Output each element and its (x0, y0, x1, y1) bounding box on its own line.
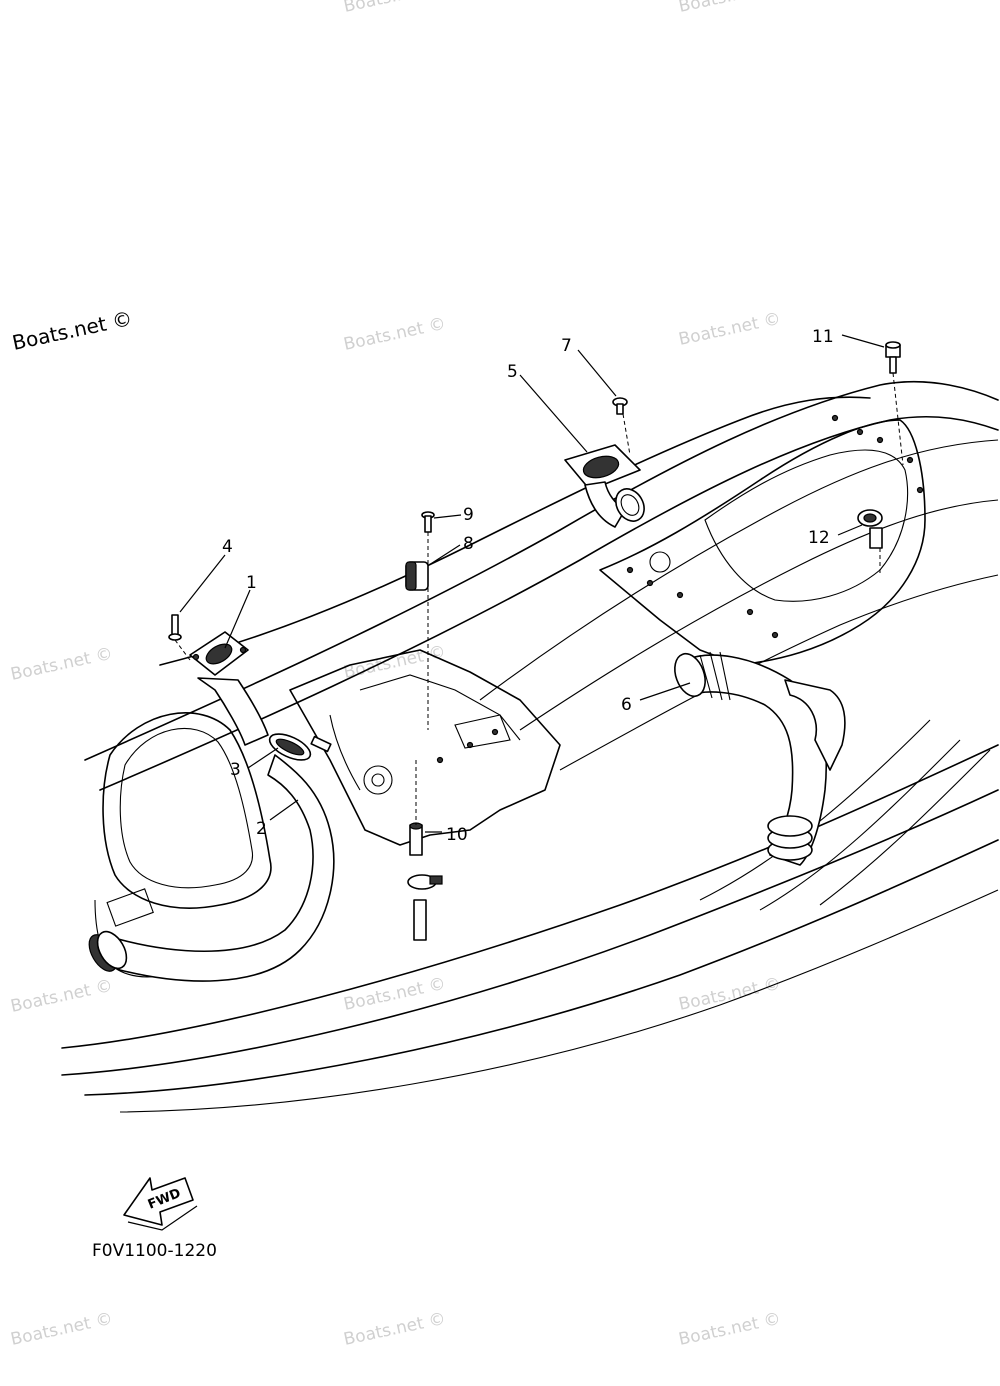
watermark: Boats.net © (677, 974, 783, 1015)
watermark: Boats.net © (342, 1309, 448, 1350)
callout-10: 10 (446, 825, 468, 845)
part-2-duct-hose (88, 754, 335, 982)
callout-3: 3 (230, 760, 241, 780)
hull-outline (61, 380, 999, 1113)
callout-1: 1 (246, 573, 257, 593)
part-7-screw (612, 397, 628, 415)
callout-9: 9 (463, 505, 474, 525)
part-8-grommet (405, 561, 429, 591)
watermark: Boats.net © (677, 309, 783, 350)
part-6-duct-hose (674, 651, 846, 866)
watermark: Boats.net © (9, 1309, 115, 1350)
callout-2: 2 (256, 819, 267, 839)
watermark: Boats.net © (677, 1309, 783, 1350)
diagram-code: F0V1100-1220 (92, 1241, 217, 1261)
leader-lines (179, 334, 885, 833)
callout-6: 6 (621, 695, 632, 715)
callout-12: 12 (808, 528, 830, 548)
watermark: Boats.net © (9, 976, 115, 1017)
part-11-bolt (885, 341, 901, 374)
watermark: Boats.net © (342, 314, 448, 355)
part-3-hose-clamp (268, 733, 332, 761)
callout-8: 8 (463, 534, 474, 554)
watermarks: Boats.net © Boats.net © Boats.net © Boat… (9, 0, 783, 1350)
callout-4: 4 (222, 537, 233, 557)
rear-deck (599, 414, 926, 666)
assembly-lines (174, 372, 904, 825)
bow-frame (94, 712, 272, 978)
part-5-vent-elbow (564, 444, 645, 528)
watermark: Boats.net © (342, 642, 448, 683)
watermark: Boats.net © (342, 974, 448, 1015)
watermark: Boats.net © (342, 0, 448, 17)
watermark: Boats.net © (9, 644, 115, 685)
part-4-rivet (168, 614, 182, 641)
part-1-vent-flange (189, 631, 269, 746)
fwd-arrow-icon: FWD (123, 1177, 198, 1231)
part-9-rivet (421, 511, 435, 533)
center-bulkhead (289, 649, 561, 846)
callouts: 1 2 3 4 5 6 7 8 9 10 11 12 (222, 327, 834, 845)
part-12-clamp (857, 509, 883, 549)
callout-7: 7 (561, 336, 572, 356)
part-10-fitting (407, 822, 443, 941)
callout-5: 5 (507, 362, 518, 382)
watermark-main: Boats.net © (10, 306, 134, 355)
watermark: Boats.net © (677, 0, 783, 17)
callout-11: 11 (812, 327, 834, 347)
